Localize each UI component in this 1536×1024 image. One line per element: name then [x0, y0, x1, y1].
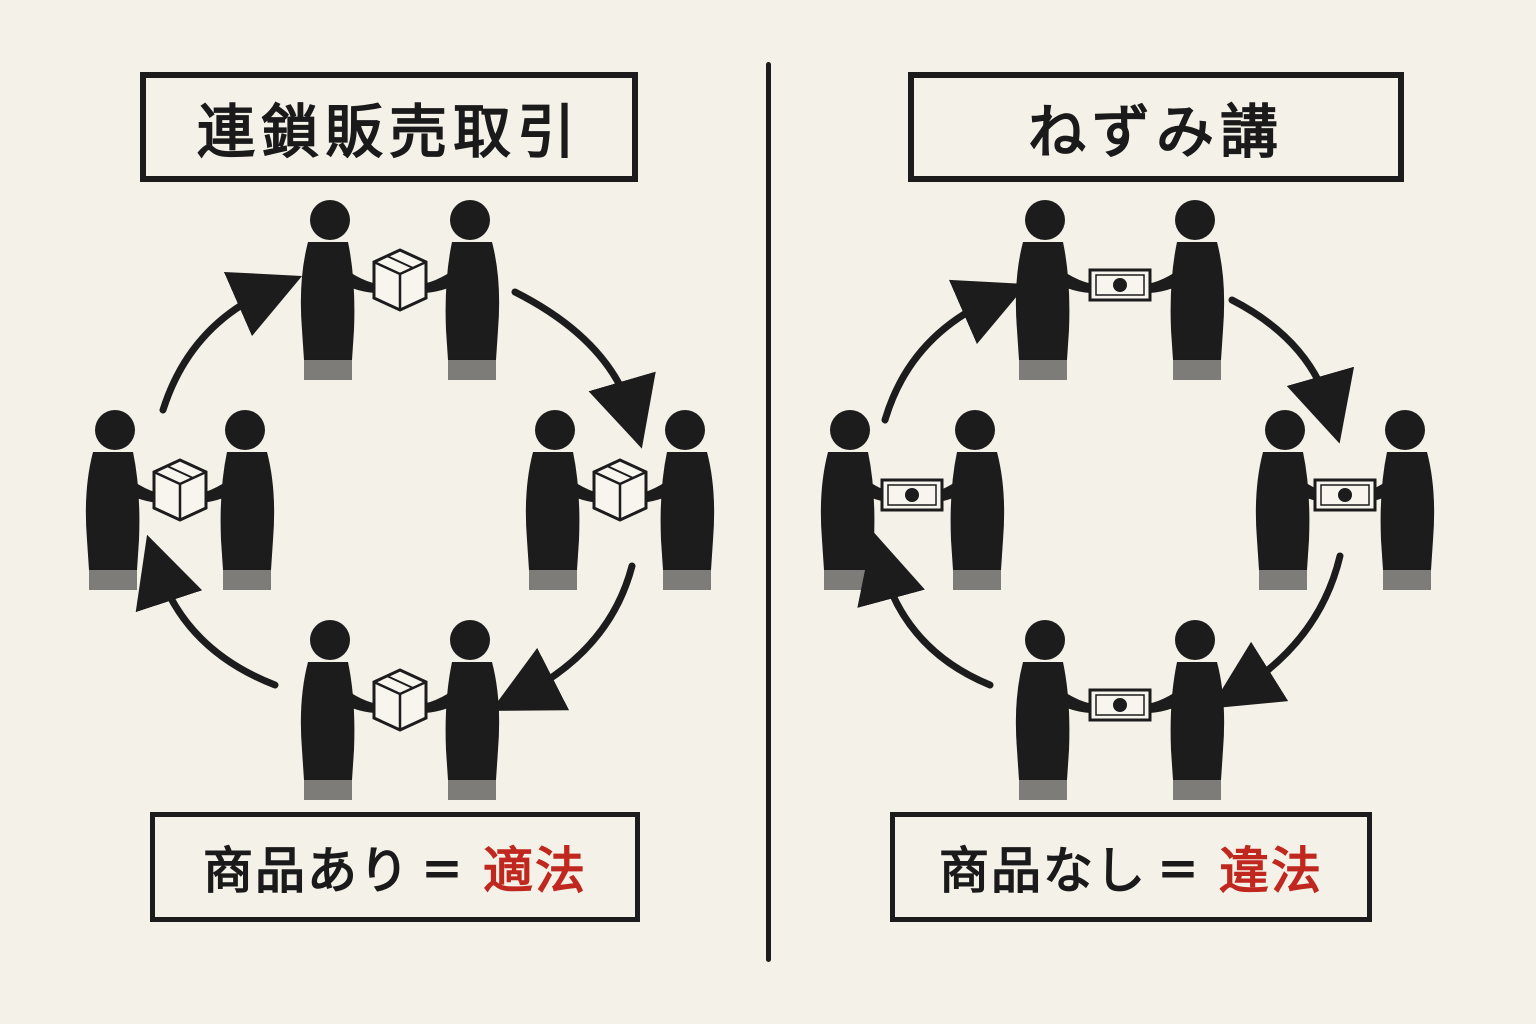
legal-verdict: 商品あり = 適法: [150, 812, 640, 922]
arrow-2: [1210, 552, 1344, 709]
equals-sign: =: [421, 837, 465, 897]
center-divider: [766, 62, 771, 962]
left-cycle-arrows: [135, 271, 656, 711]
arrow-1: [1228, 296, 1355, 444]
arrow-2: [490, 562, 636, 711]
right-cycle-arrows: [857, 279, 1355, 709]
verdict-result: 適法: [482, 841, 587, 900]
chain-sales-title: 連鎖販売取引: [140, 72, 638, 182]
arrow-3: [857, 531, 994, 689]
arrow-1: [511, 288, 656, 449]
right-panel: ねずみ講 商品なし = 違法: [768, 0, 1536, 1024]
arrow-4: [159, 271, 303, 414]
verdict-result: 違法: [1218, 841, 1323, 900]
equals-sign: =: [1157, 837, 1201, 897]
verdict-prefix: 商品なし: [939, 841, 1148, 900]
illegal-verdict: 商品なし = 違法: [890, 812, 1372, 922]
left-panel: 連鎖販売取引 商品あり = 適法: [140, 72, 640, 922]
verdict-prefix: 商品あり: [203, 841, 412, 900]
arrow-4: [881, 279, 1028, 424]
arrow-3: [135, 534, 279, 689]
pyramid-scheme-title: ねずみ講: [908, 72, 1404, 182]
